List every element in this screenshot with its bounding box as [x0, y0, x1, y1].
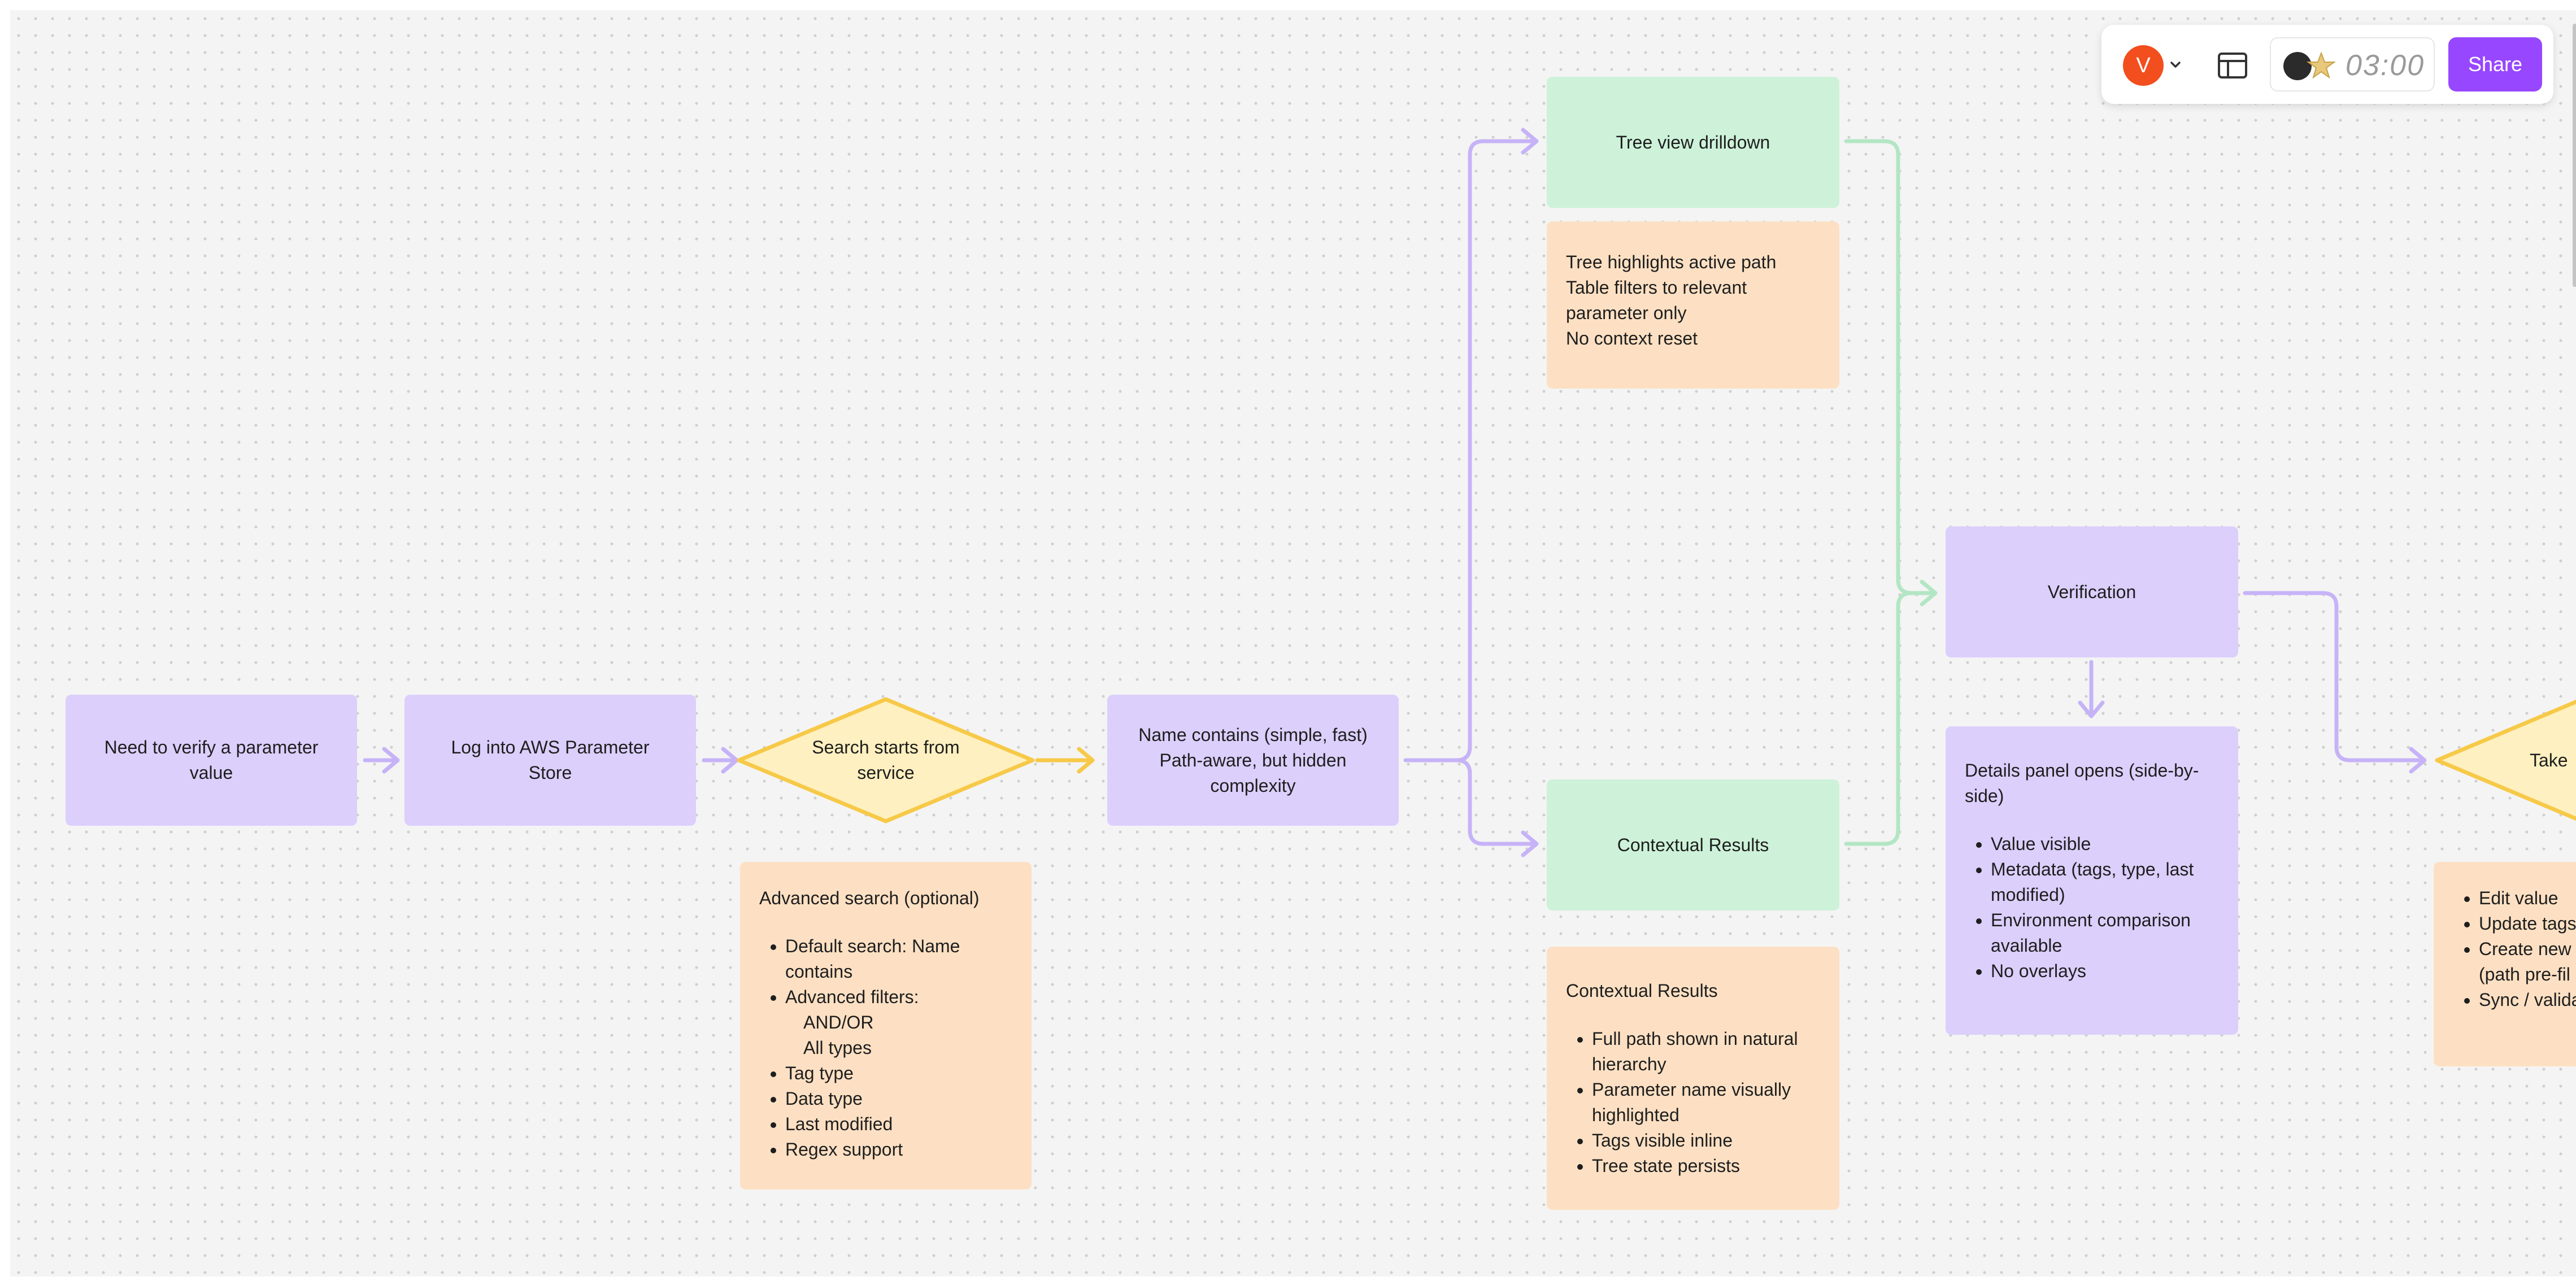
list-subitem: AND/OR — [803, 1012, 874, 1032]
connectors-layer — [363, 128, 2576, 857]
note-advanced-search[interactable]: Advanced search (optional) Default searc… — [740, 862, 1032, 1190]
user-avatar[interactable]: V — [2123, 45, 2164, 86]
note-list: Edit value Update tags Create new (path … — [2453, 886, 2576, 1013]
node-label: Need to verify a parameter value — [104, 737, 319, 783]
node-take: Take — [2530, 744, 2576, 776]
node-name-contains[interactable]: Name contains (simple, fast) Path-aware,… — [1107, 695, 1399, 826]
node-label-line: Path-aware, but hidden complexity — [1159, 750, 1347, 796]
arrow-head-icon — [2409, 747, 2427, 774]
share-label: Share — [2468, 53, 2523, 76]
arrow-head-icon — [1920, 580, 1938, 607]
list-item: Last modified — [785, 1112, 1012, 1137]
share-button[interactable]: Share — [2448, 37, 2542, 91]
list-item: Edit value — [2479, 886, 2576, 911]
list-item-label: (path pre-fil — [2479, 964, 2570, 984]
node-label: Log into AWS Parameter Store — [451, 737, 650, 783]
whiteboard-canvas[interactable]: Need to verify a parameter value Log int… — [10, 10, 2576, 1276]
note-list: Full path shown in natural hierarchy Par… — [1566, 1026, 1820, 1179]
arrow-head-icon — [1521, 830, 1539, 857]
note-list: Default search: Name contains Advanced f… — [759, 934, 1012, 1162]
note-list: Value visible Metadata (tags, type, last… — [1965, 831, 2219, 984]
note-tree-highlights[interactable]: Tree highlights active path Table filter… — [1547, 221, 1839, 389]
arrow-verification-to-take — [2243, 591, 2426, 762]
star-icon — [2306, 51, 2336, 79]
decision-diamond-take[interactable] — [2435, 695, 2576, 826]
note-contextual-results[interactable]: Contextual Results Full path shown in na… — [1547, 947, 1839, 1210]
arrow-head-icon — [1521, 128, 1539, 155]
list-item: No overlays — [1991, 958, 2219, 984]
list-item: Update tags — [2479, 911, 2576, 936]
timer-text: 03:00 — [2346, 49, 2425, 82]
list-item: Advanced filters: AND/OR All types — [785, 984, 1012, 1061]
layout-panel-icon[interactable] — [2214, 47, 2251, 84]
vertical-scrollbar[interactable] — [2573, 24, 2576, 287]
list-item: Tags visible inline — [1592, 1128, 1820, 1153]
list-item: Default search: Name contains — [785, 934, 1012, 984]
note-title: Contextual Results — [1566, 981, 1718, 1001]
node-verification[interactable]: Verification — [1946, 526, 2238, 657]
list-item: Sync / valida — [2479, 987, 2576, 1013]
note-title: Details panel opens (side-by-side) — [1965, 760, 2199, 806]
list-item: Tree state persists — [1592, 1153, 1820, 1179]
node-label-line: Name contains (simple, fast) — [1138, 724, 1368, 745]
list-item: Data type — [785, 1086, 1012, 1112]
list-item: Full path shown in natural hierarchy — [1592, 1026, 1820, 1077]
node-label: Take — [2530, 750, 2568, 770]
list-subitem: All types — [803, 1038, 872, 1058]
note-line: No context reset — [1566, 328, 1698, 348]
arrow-head-icon — [1077, 747, 1095, 774]
top-right-toolbar: V 03:00 Share — [2101, 25, 2553, 104]
list-item: Metadata (tags, type, last modified) — [1991, 857, 2219, 908]
node-log-into-aws[interactable]: Log into AWS Parameter Store — [404, 695, 696, 826]
list-item: Regex support — [785, 1137, 1012, 1162]
arrow-head-icon — [721, 747, 739, 774]
decision-diamond-search[interactable] — [737, 697, 1035, 823]
note-line: Table filters to relevant parameter only — [1566, 277, 1747, 323]
node-label: Search starts from service — [812, 737, 960, 783]
arrow-name-to-contextual — [1454, 758, 1538, 846]
list-item-label: Advanced filters: — [785, 987, 919, 1007]
arrow-tree-to-verification — [1844, 139, 1937, 595]
node-label: Verification — [2047, 581, 2136, 602]
list-item-label: Create new — [2479, 939, 2571, 959]
node-need-to-verify[interactable]: Need to verify a parameter value — [66, 695, 357, 826]
arrow-head-icon — [2078, 700, 2105, 718]
arrow-name-to-tree — [1403, 139, 1538, 762]
note-line: Tree highlights active path — [1566, 252, 1777, 272]
node-search-starts: Search starts from service — [801, 722, 971, 799]
node-label: Tree view drilldown — [1616, 132, 1770, 152]
node-contextual-results[interactable]: Contextual Results — [1547, 779, 1839, 910]
note-title: Advanced search (optional) — [759, 888, 980, 908]
list-item: Tag type — [785, 1061, 1012, 1086]
node-tree-view-drilldown[interactable]: Tree view drilldown — [1547, 77, 1839, 208]
avatar-initial: V — [2136, 53, 2151, 77]
note-details-panel[interactable]: Details panel opens (side-by-side) Value… — [1946, 726, 2238, 1035]
node-label: Contextual Results — [1617, 834, 1769, 855]
chevron-down-icon[interactable] — [2168, 58, 2183, 72]
arrow-contextual-to-verification — [1844, 591, 1914, 846]
list-item: Environment comparison available — [1991, 908, 2219, 958]
note-actions[interactable]: Edit value Update tags Create new (path … — [2434, 862, 2576, 1066]
timer-avatar-icon — [2283, 52, 2312, 80]
list-item: Create new (path pre-fil — [2479, 936, 2576, 987]
arrow-head-icon — [382, 747, 400, 774]
timer-widget[interactable]: 03:00 — [2270, 37, 2435, 91]
list-item: Value visible — [1991, 831, 2219, 857]
list-item: Parameter name visually highlighted — [1592, 1077, 1820, 1128]
